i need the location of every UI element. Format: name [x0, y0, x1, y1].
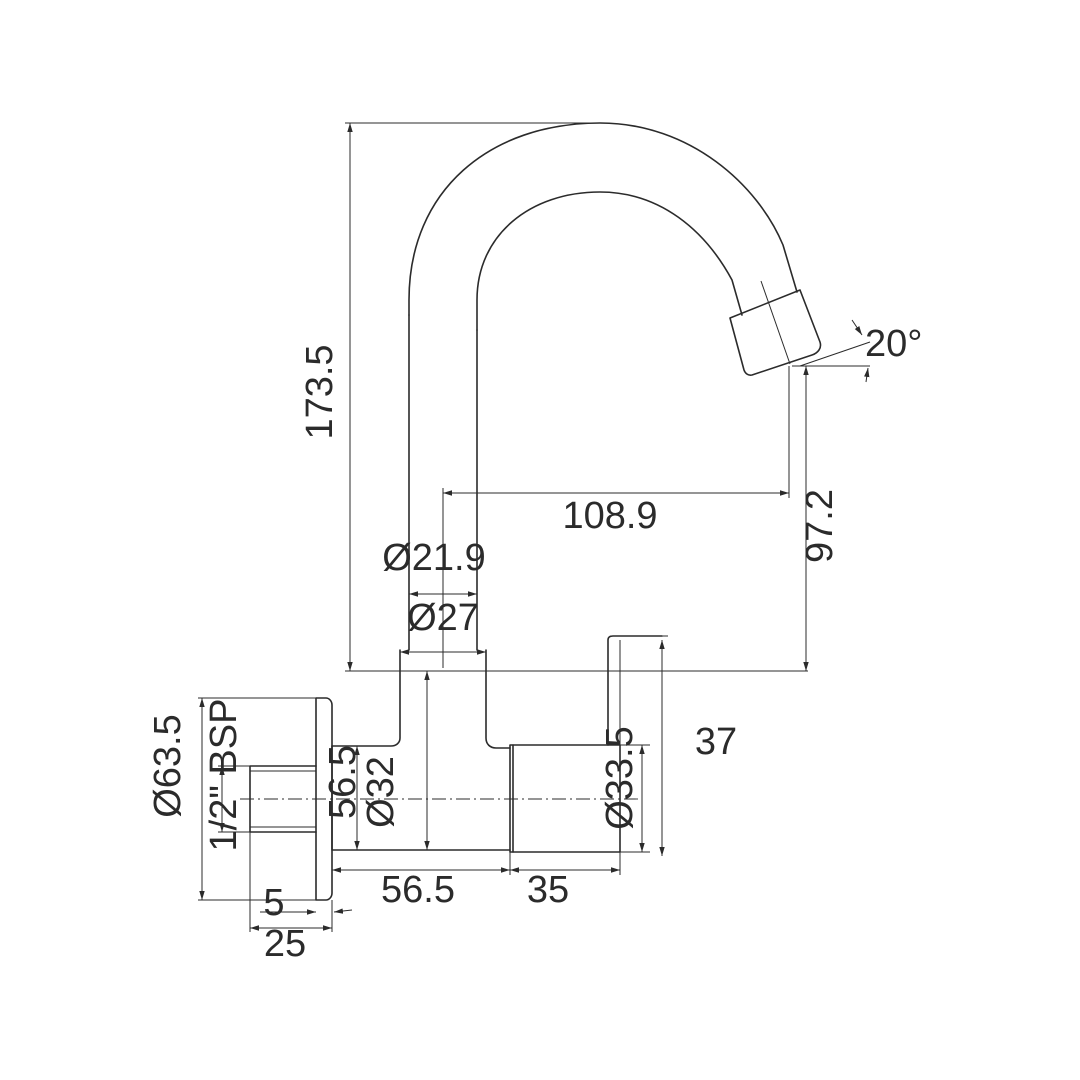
- aerator-axis: [760, 280, 791, 365]
- angle-arrow-b: [864, 367, 870, 383]
- label-handle-height: 37: [695, 721, 737, 763]
- spout-base-collar: [331, 649, 401, 747]
- spout-base-collar-right: [485, 649, 511, 749]
- label-flange-diameter: Ø63.5: [147, 714, 189, 818]
- tap-outline: [240, 122, 822, 901]
- label-thread-length: 25: [264, 923, 306, 965]
- label-tube-diameter: Ø21.9: [382, 537, 486, 579]
- label-handle-length: 35: [527, 869, 569, 911]
- label-flange-thickness: 5: [263, 882, 284, 924]
- angle-ref-line-a: [799, 341, 871, 367]
- handle-lever: [607, 635, 663, 746]
- label-handle-diameter: Ø33.5: [599, 726, 641, 830]
- dim-line-flange-thickness-b: [333, 908, 353, 914]
- label-spout-angle: 20°: [865, 323, 922, 365]
- label-outlet-height: 97.2: [799, 489, 841, 563]
- label-body-diameter: Ø32: [360, 756, 402, 828]
- label-body-length: 56.5: [381, 869, 455, 911]
- spout-aerator: [729, 289, 822, 376]
- label-body-height: 56.5: [322, 745, 364, 819]
- wall-flange: [315, 697, 333, 901]
- label-base-diameter: Ø27: [407, 597, 479, 639]
- dimension-lines: [198, 122, 871, 932]
- label-inlet-thread: 1/2" BSP: [203, 699, 245, 852]
- spout-inner-curve: [476, 191, 743, 331]
- label-overall-height: 173.5: [299, 344, 341, 439]
- dimension-labels: 173.5 108.9 97.2 20° Ø21.9 Ø27 Ø63.5 1/2…: [147, 323, 922, 965]
- angle-arrow-a: [851, 319, 863, 336]
- label-spout-reach: 108.9: [562, 495, 657, 537]
- spout-outer-curve: [408, 122, 798, 316]
